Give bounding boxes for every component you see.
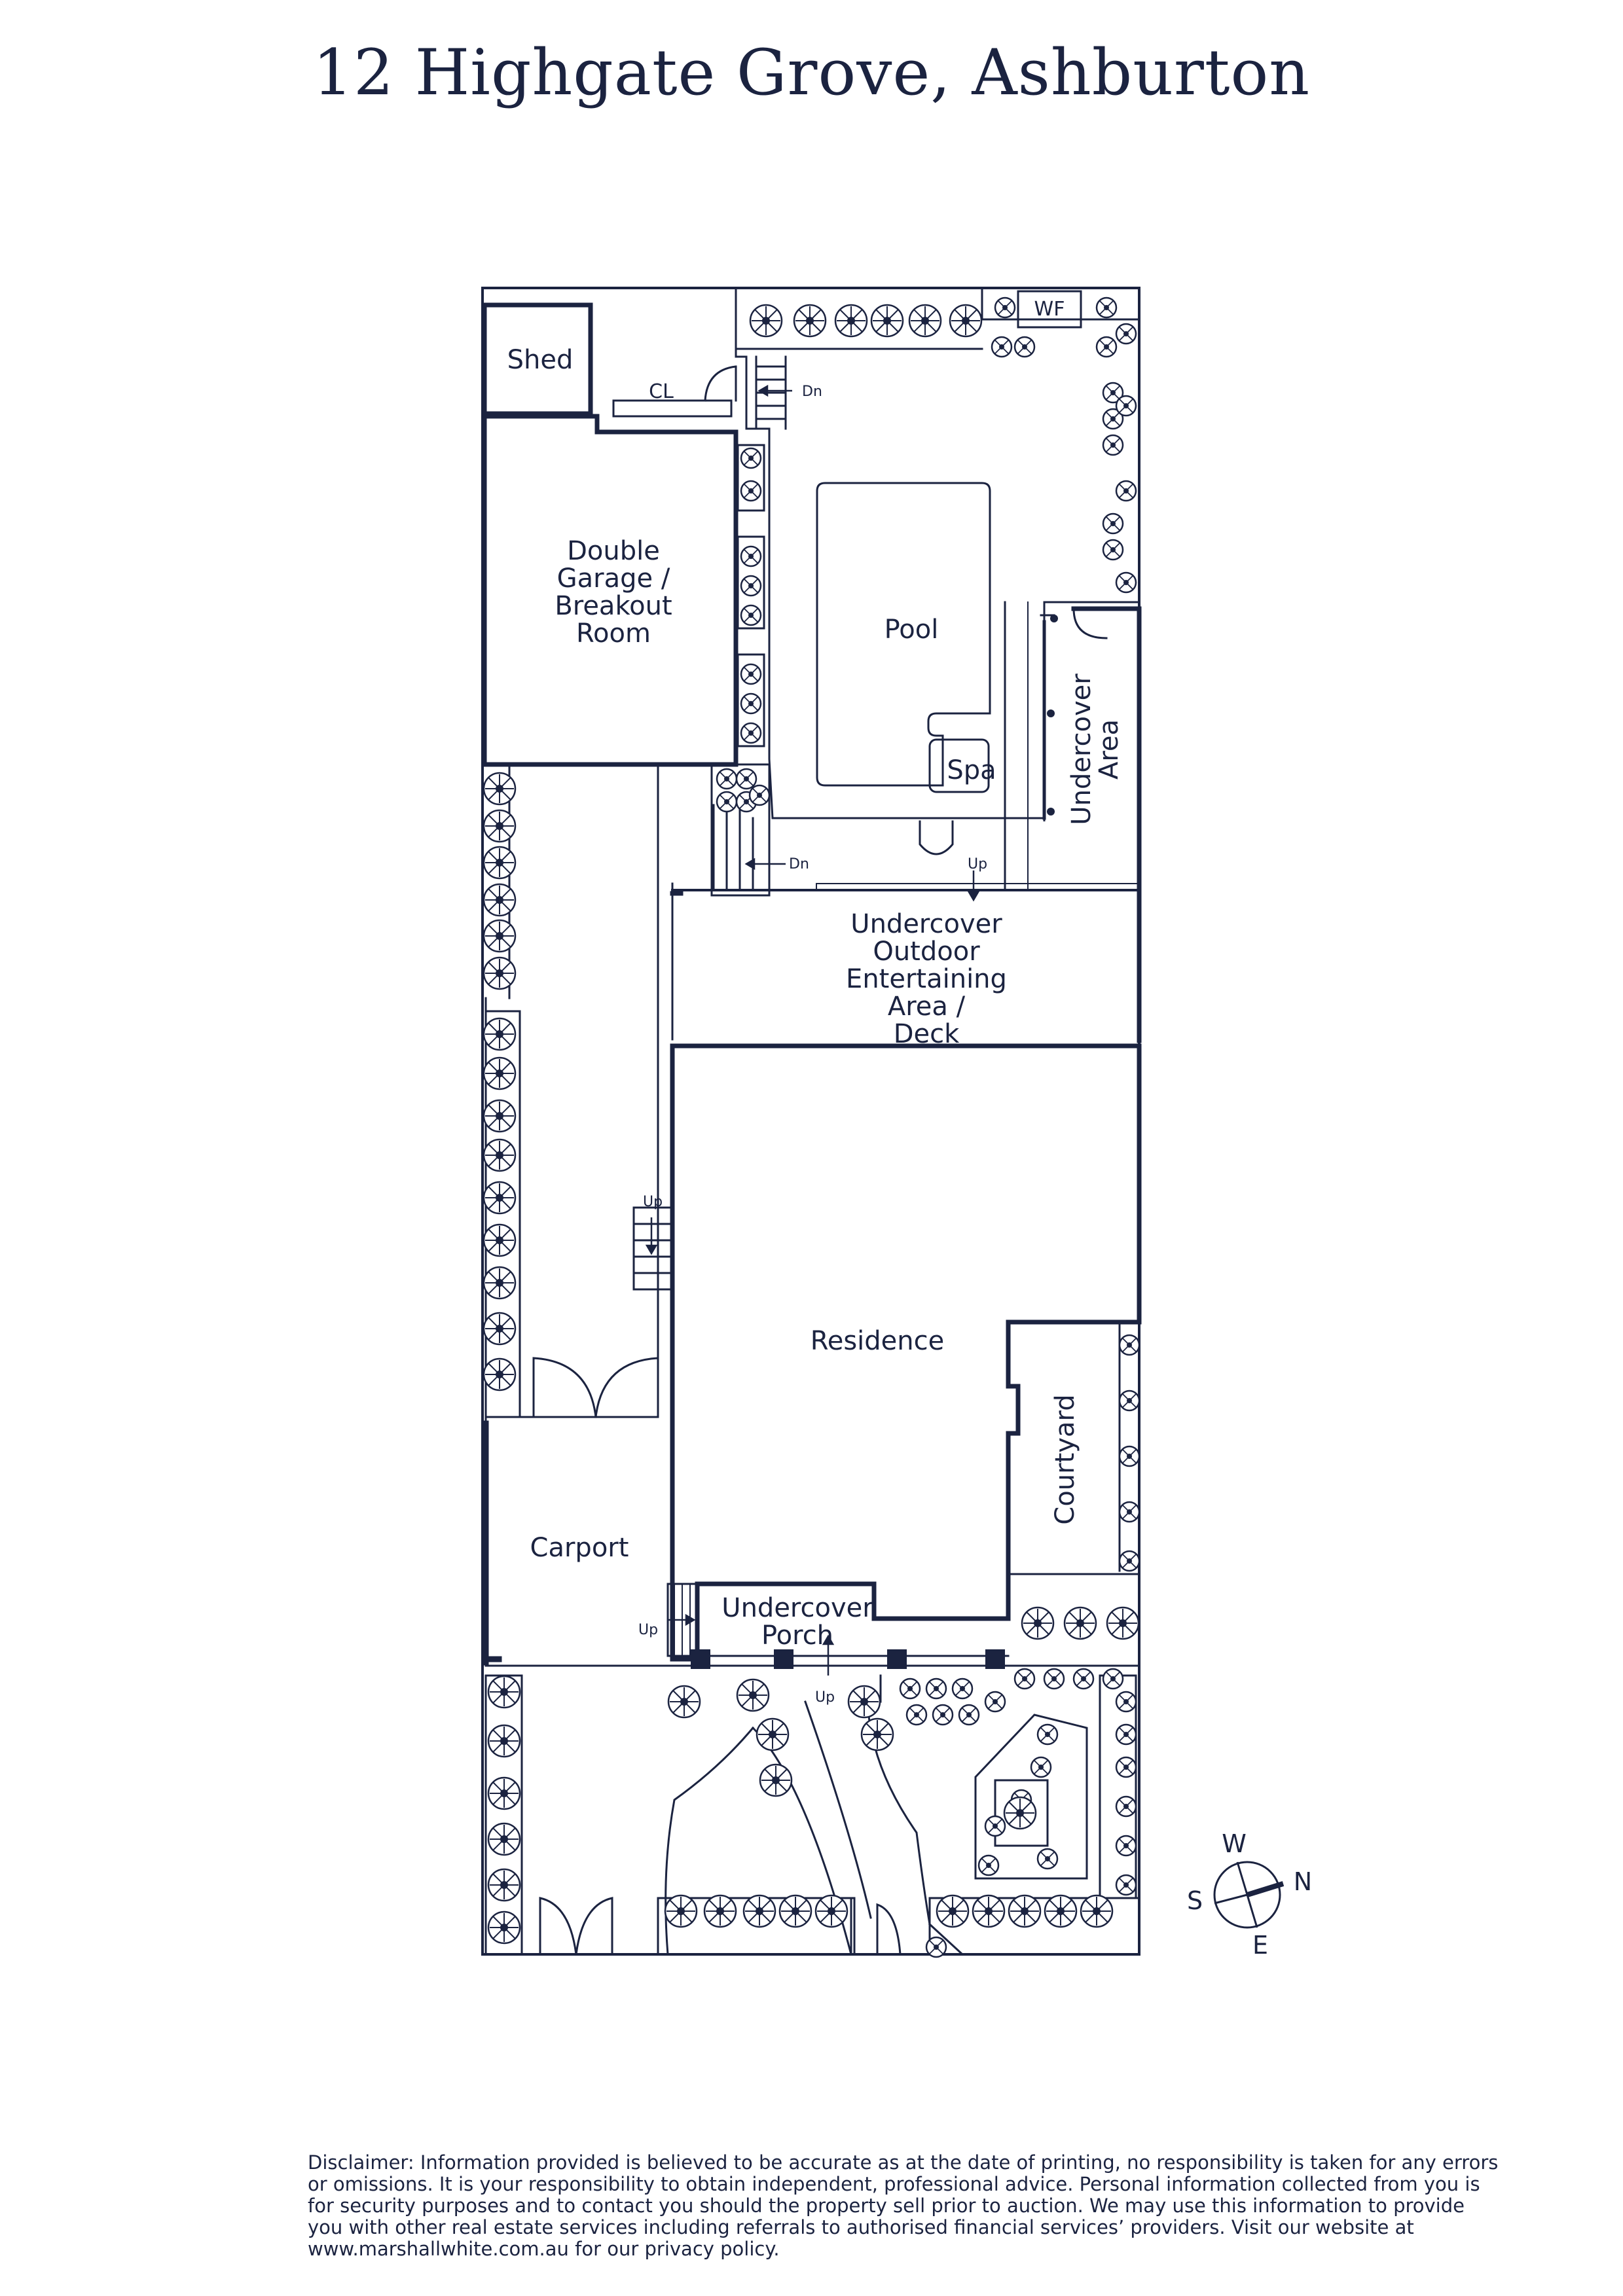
svg-text:Area /: Area /	[888, 992, 966, 1022]
svg-text:Double: Double	[567, 536, 660, 566]
label-carport: Carport	[530, 1533, 629, 1563]
svg-text:Undercover: Undercover	[721, 1593, 873, 1623]
pool-outline	[816, 482, 991, 787]
label-pool: Pool	[884, 615, 939, 645]
page-title: 12 Highgate Grove, Ashburton	[312, 36, 1311, 109]
svg-text:N: N	[1294, 1867, 1312, 1896]
label-cl: CL	[649, 380, 674, 403]
svg-text:W: W	[1222, 1829, 1247, 1858]
svg-text:Deck: Deck	[894, 1019, 960, 1049]
svg-text:Courtyard: Courtyard	[1050, 1394, 1080, 1524]
svg-text:Undercover: Undercover	[850, 909, 1002, 939]
label-residence: Residence	[811, 1326, 945, 1356]
svg-text:Undercover: Undercover	[1067, 673, 1097, 825]
label-undercover-area: Undercover Area	[1067, 673, 1124, 825]
stair-up-label: Up	[638, 1622, 658, 1638]
svg-text:Entertaining: Entertaining	[846, 964, 1007, 994]
cl-cupboard	[612, 399, 733, 418]
label-garage: Double Garage / Breakout Room	[555, 536, 672, 649]
compass-icon: W N S E	[1187, 1829, 1312, 1960]
svg-text:Breakout: Breakout	[555, 591, 672, 621]
svg-text:E: E	[1252, 1931, 1268, 1960]
label-entertaining: Undercover Outdoor Entertaining Area / D…	[846, 909, 1007, 1049]
label-courtyard: Courtyard	[1050, 1394, 1080, 1524]
label-porch: Undercover Porch	[721, 1593, 873, 1651]
disclaimer: Disclaimer: Information provided is beli…	[308, 2151, 1499, 2260]
svg-text:Room: Room	[576, 619, 651, 649]
stair-dn-label: Dn	[789, 856, 809, 872]
spa-outline	[928, 738, 990, 793]
svg-text:Garage /: Garage /	[557, 564, 670, 594]
stair-up-label: Up	[815, 1689, 835, 1706]
svg-text:S: S	[1187, 1886, 1203, 1915]
stair-up-label: Up	[643, 1194, 663, 1210]
label-shed: Shed	[507, 345, 574, 375]
stair-up-label: Up	[968, 856, 987, 872]
wf-box	[1017, 290, 1082, 329]
svg-text:Porch: Porch	[761, 1621, 833, 1651]
label-wf: WF	[1034, 298, 1065, 321]
stair-dn-label: Dn	[802, 384, 822, 400]
garage-walls	[482, 414, 739, 767]
svg-text:Area: Area	[1094, 719, 1124, 780]
shed-walls	[482, 302, 593, 416]
svg-text:Outdoor: Outdoor	[873, 937, 980, 967]
label-spa: Spa	[947, 755, 996, 785]
